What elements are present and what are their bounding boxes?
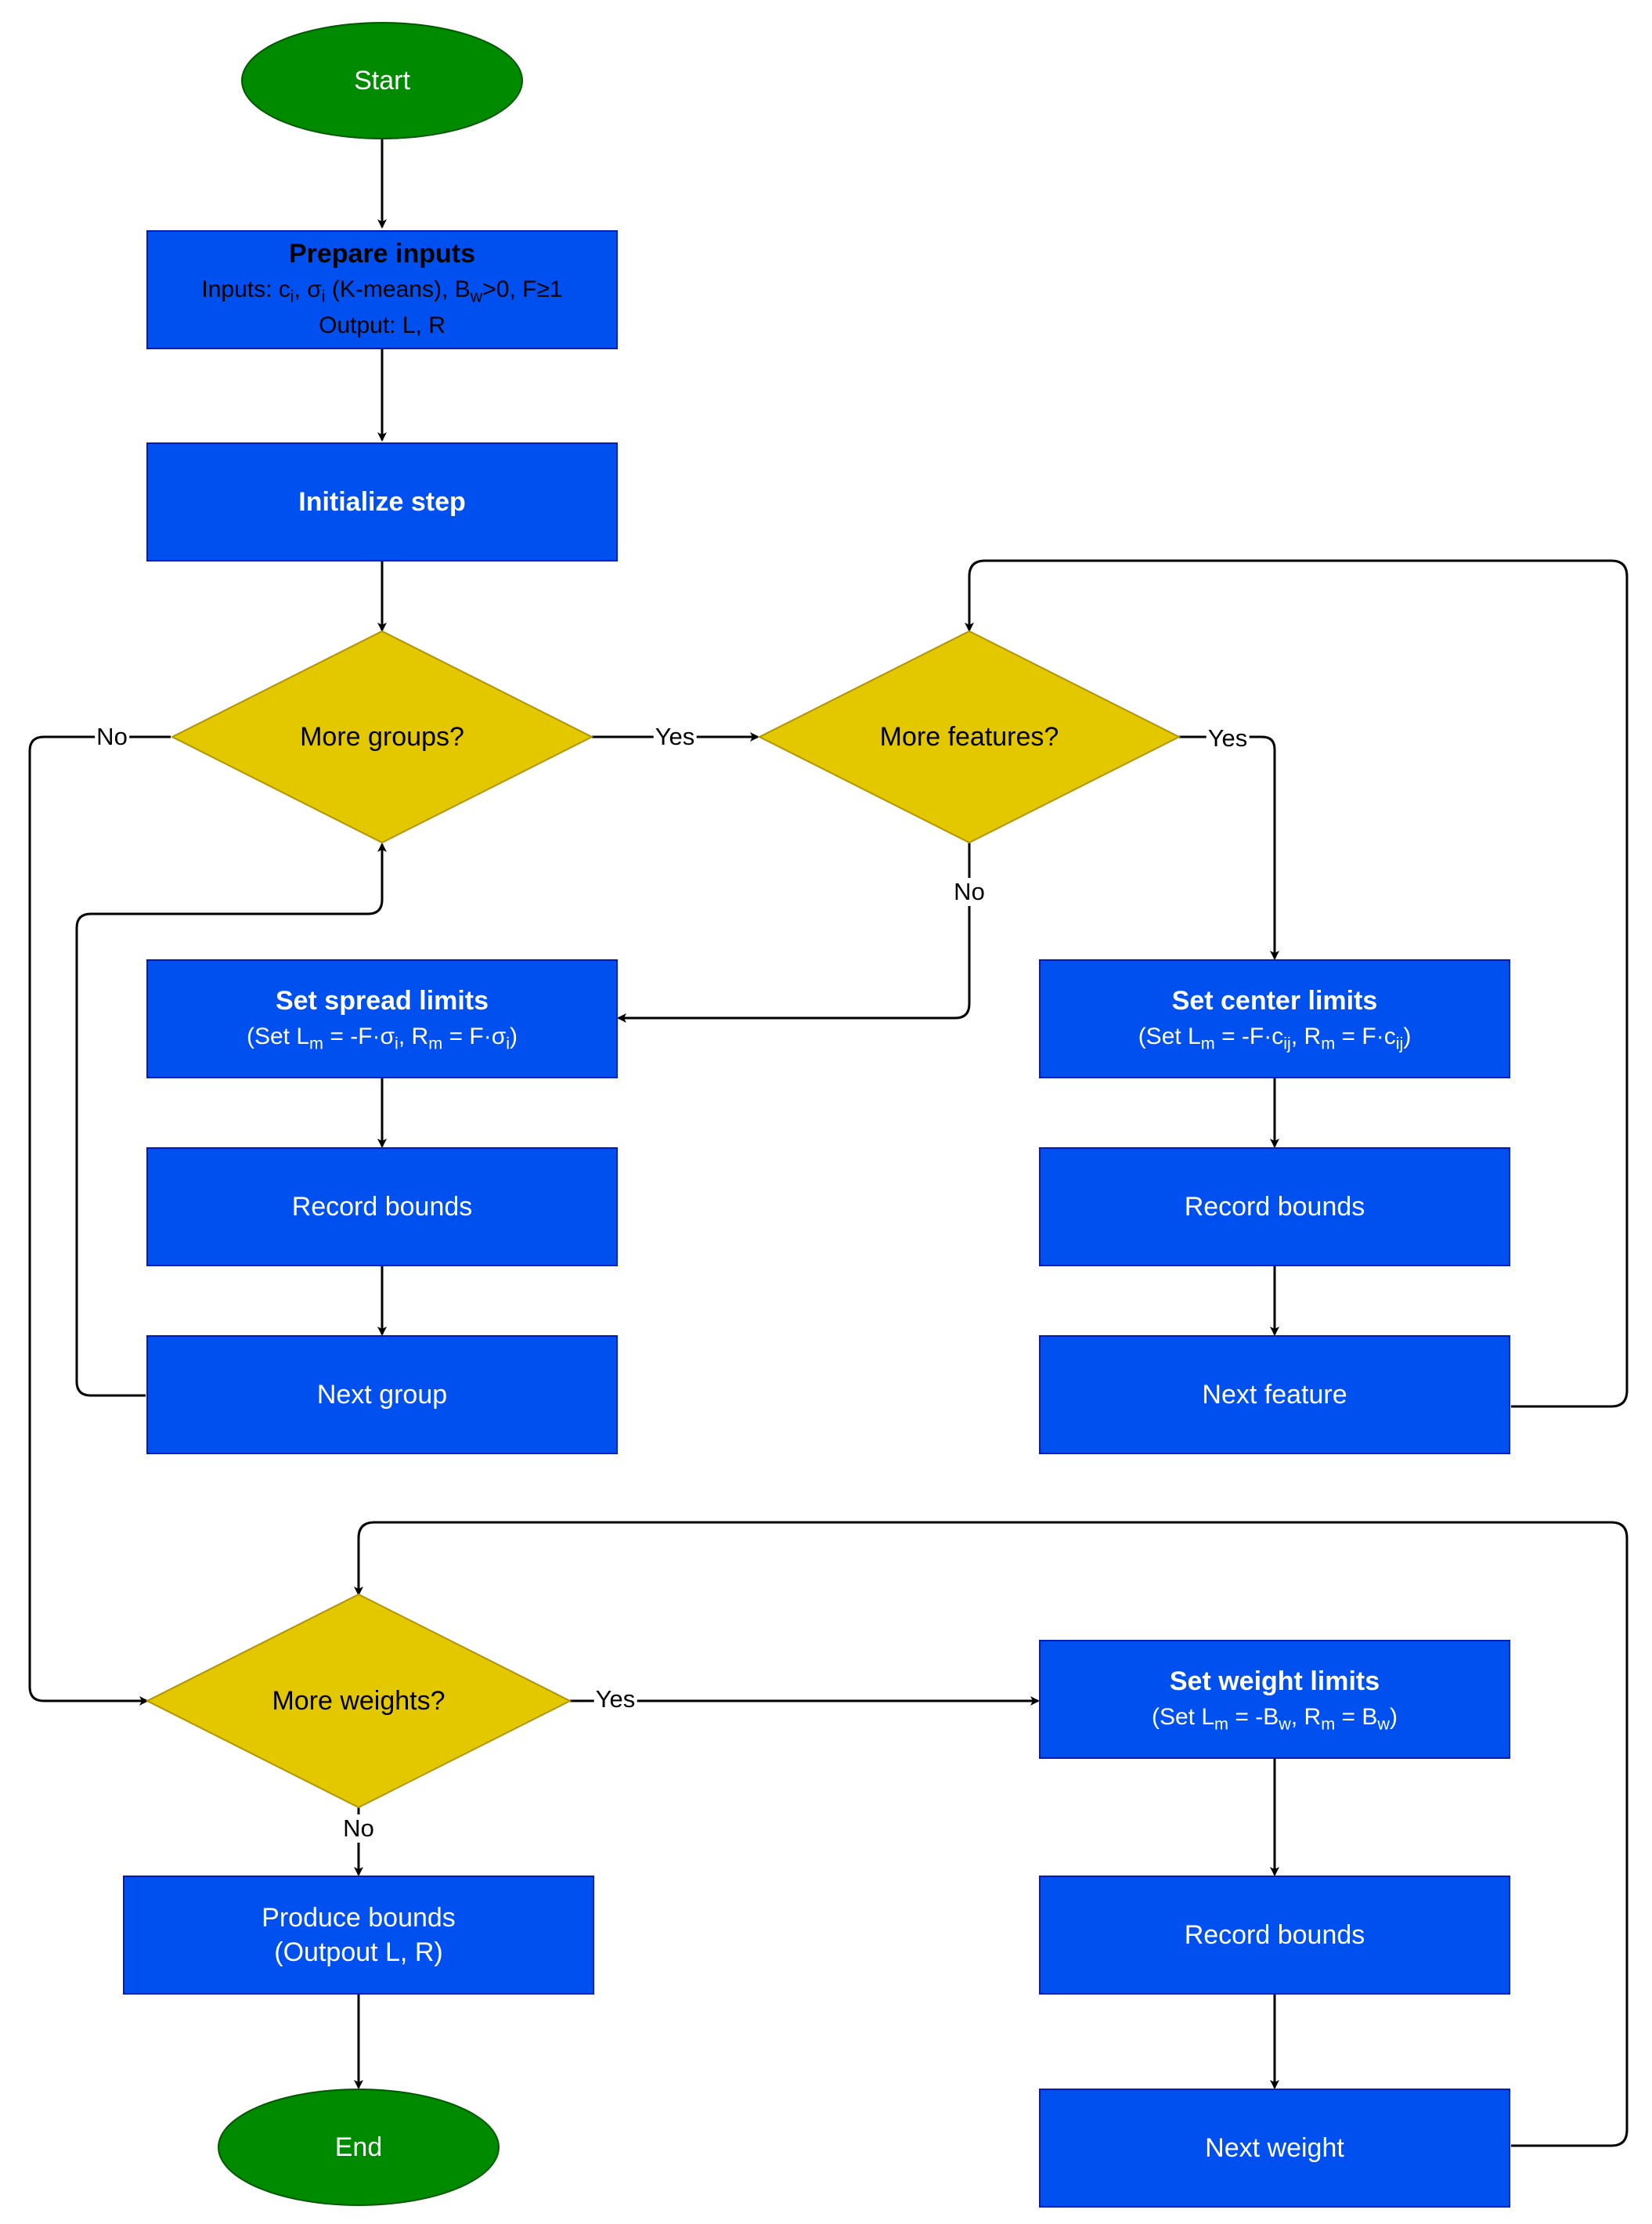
next-weight-step: Next weight bbox=[1039, 2089, 1510, 2208]
next-feature-step: Next feature bbox=[1039, 1335, 1510, 1454]
edge-nextfeature-loop-to-features bbox=[965, 559, 1629, 1408]
prepare-inputs-inputs: Inputs: ci, σi (K-means), Bw>0, F≥1 bbox=[201, 276, 563, 306]
edge-features-no-to-spread bbox=[617, 843, 971, 1023]
edge-label-groups-yes: Yes bbox=[653, 723, 697, 751]
edge-label-groups-no: No bbox=[95, 723, 129, 751]
more-groups-label: More groups? bbox=[300, 721, 464, 752]
record-bounds-groups-step: Record bounds bbox=[146, 1147, 618, 1266]
edge-nextgroup-loop-to-groups bbox=[75, 843, 387, 1397]
edge-nextweight-loop-to-weights bbox=[354, 1521, 1629, 2147]
edge-label-features-no: No bbox=[952, 878, 987, 906]
produce-bounds-step: Produce bounds (Outpout L, R) bbox=[123, 1876, 594, 1995]
set-center-limits-formula: (Set Lm = -F·cij, Rm = F·cij) bbox=[1138, 1024, 1412, 1053]
produce-bounds-line1: Produce bounds bbox=[262, 1903, 456, 1933]
record-bounds-features-step: Record bounds bbox=[1039, 1147, 1510, 1266]
next-group-step: Next group bbox=[146, 1335, 618, 1454]
prepare-inputs-title: Prepare inputs bbox=[288, 239, 476, 269]
more-weights-label: More weights? bbox=[272, 1685, 445, 1716]
more-features-label: More features? bbox=[879, 721, 1059, 752]
decision-diamond-weights bbox=[145, 1593, 572, 1809]
end-label: End bbox=[334, 2132, 383, 2162]
start-terminal: Start bbox=[241, 22, 523, 139]
edge-label-features-yes: Yes bbox=[1206, 724, 1250, 753]
prepare-inputs-step: Prepare inputs Inputs: ci, σi (K-means),… bbox=[146, 230, 618, 349]
edge-label-weights-yes: Yes bbox=[593, 1685, 637, 1713]
produce-bounds-line2: (Outpout L, R) bbox=[274, 1937, 443, 1967]
set-spread-limits-step: Set spread limits (Set Lm = -F·σi, Rm = … bbox=[146, 959, 618, 1078]
decision-diamond-groups bbox=[170, 630, 594, 844]
record-bounds-groups-label: Record bounds bbox=[291, 1192, 473, 1222]
record-bounds-weights-step: Record bounds bbox=[1039, 1876, 1510, 1995]
set-weight-limits-step: Set weight limits (Set Lm = -Bw, Rm = Bw… bbox=[1039, 1640, 1510, 1759]
set-spread-limits-title: Set spread limits bbox=[275, 986, 489, 1016]
set-center-limits-step: Set center limits (Set Lm = -F·cij, Rm =… bbox=[1039, 959, 1510, 1078]
initialize-step: Initialize step bbox=[146, 442, 618, 561]
decision-diamond-features bbox=[757, 630, 1181, 844]
edge-features-yes-to-center bbox=[1179, 735, 1279, 960]
edge-groups-no-to-weights bbox=[28, 735, 171, 1706]
set-weight-limits-formula: (Set Lm = -Bw, Rm = Bw) bbox=[1151, 1704, 1398, 1734]
set-center-limits-title: Set center limits bbox=[1171, 986, 1378, 1016]
start-label: Start bbox=[354, 66, 410, 96]
record-bounds-weights-label: Record bounds bbox=[1184, 1920, 1365, 1950]
set-spread-limits-formula: (Set Lm = -F·σi, Rm = F·σi) bbox=[246, 1024, 518, 1053]
next-weight-label: Next weight bbox=[1205, 2133, 1344, 2163]
set-weight-limits-title: Set weight limits bbox=[1169, 1666, 1380, 1696]
prepare-inputs-output: Output: L, R bbox=[319, 312, 445, 338]
next-group-label: Next group bbox=[316, 1380, 448, 1410]
initialize-step-label: Initialize step bbox=[298, 487, 466, 517]
edge-label-weights-no: No bbox=[341, 1814, 376, 1843]
record-bounds-features-label: Record bounds bbox=[1184, 1192, 1365, 1222]
end-terminal: End bbox=[218, 2089, 500, 2206]
next-feature-label: Next feature bbox=[1202, 1380, 1347, 1410]
